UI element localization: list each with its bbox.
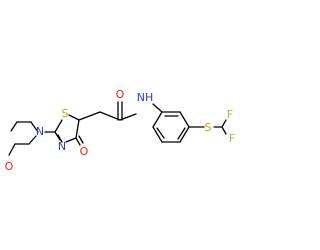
- amide-oxygen-label: O: [116, 88, 125, 101]
- amide-nh-label: NH: [137, 91, 154, 104]
- bond: [221, 126, 227, 135]
- thioether-sulfur-label: S: [205, 121, 212, 134]
- bond: [221, 119, 227, 128]
- thiazole-sulfur-label: S: [62, 107, 69, 120]
- bond: [8, 143, 16, 156]
- bond: [57, 134, 63, 143]
- bond: [54, 119, 63, 133]
- bond: [152, 111, 163, 128]
- structure-canvas: O N S N O O NH S F F: [5, 88, 236, 173]
- bond: [177, 127, 186, 140]
- thiazole-nitrogen-label: N: [58, 140, 66, 153]
- bond: [152, 103, 163, 113]
- bond: [75, 119, 80, 139]
- bonds: [8, 101, 227, 156]
- atom-labels: O N S N O O NH S F F: [5, 88, 236, 173]
- bond: [54, 131, 61, 141]
- ketone-oxygen-label: O: [80, 145, 89, 158]
- morpholine-oxygen-label: O: [5, 160, 14, 173]
- bond: [10, 121, 18, 132]
- bond: [68, 114, 80, 121]
- lower-fluorine-label: F: [229, 132, 235, 145]
- molecule-structure: O N S N O O NH S F F: [5, 88, 236, 173]
- bond: [65, 137, 77, 143]
- upper-fluorine-label: F: [227, 108, 233, 121]
- bond: [99, 111, 121, 121]
- bond: [28, 135, 37, 145]
- bond: [152, 126, 163, 143]
- morpholine-nitrogen-label: N: [36, 125, 44, 138]
- bond: [179, 126, 190, 143]
- bond: [78, 111, 101, 121]
- bond: [179, 111, 190, 128]
- bond: [78, 135, 84, 144]
- bond: [119, 113, 137, 121]
- bond: [156, 127, 165, 139]
- bond: [30, 121, 39, 133]
- bond: [75, 137, 81, 146]
